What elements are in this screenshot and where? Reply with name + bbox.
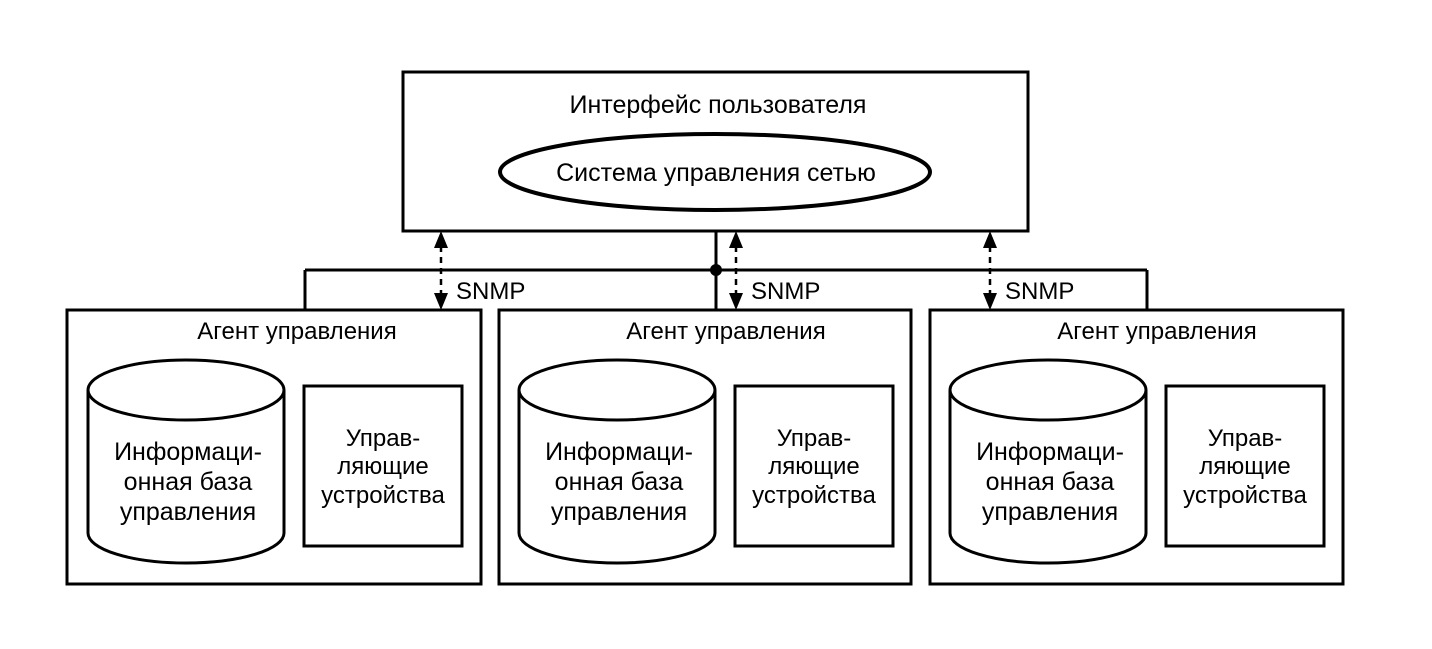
snmp-link-3: SNMP [983,231,1074,310]
devices-label-line-1: Управ- [1208,425,1283,452]
mib-database-icon [517,358,717,565]
mib-label-line-3: управления [551,498,687,526]
snmp-label: SNMP [1005,278,1074,305]
snmp-label: SNMP [751,278,820,305]
user-interface-title: Интерфейс пользователя [570,91,867,119]
agent-title: Агент управления [626,318,825,345]
agent-2: Агент управления Информаци- онная база у… [497,308,913,586]
mib-label-line-1: Информаци- [545,438,693,466]
devices-label-line-3: устройства [752,482,876,509]
agent-3: Агент управления Информаци- онная база у… [928,308,1345,586]
mib-label-line-3: управления [982,498,1118,526]
nms-ellipse [498,132,932,212]
agent-title: Агент управления [197,318,396,345]
snmp-label: SNMP [456,278,525,305]
user-interface-block: Интерфейс пользователя Система управлени… [401,70,1030,233]
devices-box [733,384,895,548]
snmp-link-1: SNMP [434,231,525,310]
agent-1: Агент управления Информаци- онная база у… [65,308,483,586]
mib-label-line-3: управления [120,498,256,526]
devices-label-line-2: ляющие [337,453,429,480]
arrow-down-icon [983,293,997,310]
arrow-up-icon [983,231,997,248]
devices-label-line-3: устройства [1183,482,1307,509]
mib-database-icon [86,358,286,565]
bus-junction-dot [710,264,722,276]
devices-box [1164,384,1326,548]
devices-label-line-1: Управ- [346,425,421,452]
snmp-link-2: SNMP [729,231,820,310]
arrow-down-icon [434,293,448,310]
devices-label-line-3: устройства [321,482,445,509]
arrow-down-icon [729,293,743,310]
network-bus [303,231,1149,310]
devices-label-line-1: Управ- [777,425,852,452]
arrow-up-icon [729,231,743,248]
arrow-up-icon [434,231,448,248]
agent-title: Агент управления [1057,318,1256,345]
mib-label-line-2: онная база [986,468,1115,496]
mib-label-line-2: онная база [555,468,684,496]
devices-label-line-2: ляющие [768,453,860,480]
devices-box [302,384,464,548]
mib-label-line-1: Информаци- [114,438,262,466]
devices-label-line-2: ляющие [1199,453,1291,480]
nms-label: Система управления сетью [556,159,876,187]
mib-label-line-2: онная база [124,468,253,496]
mib-database-icon [948,358,1148,565]
mib-label-line-1: Информаци- [976,438,1124,466]
